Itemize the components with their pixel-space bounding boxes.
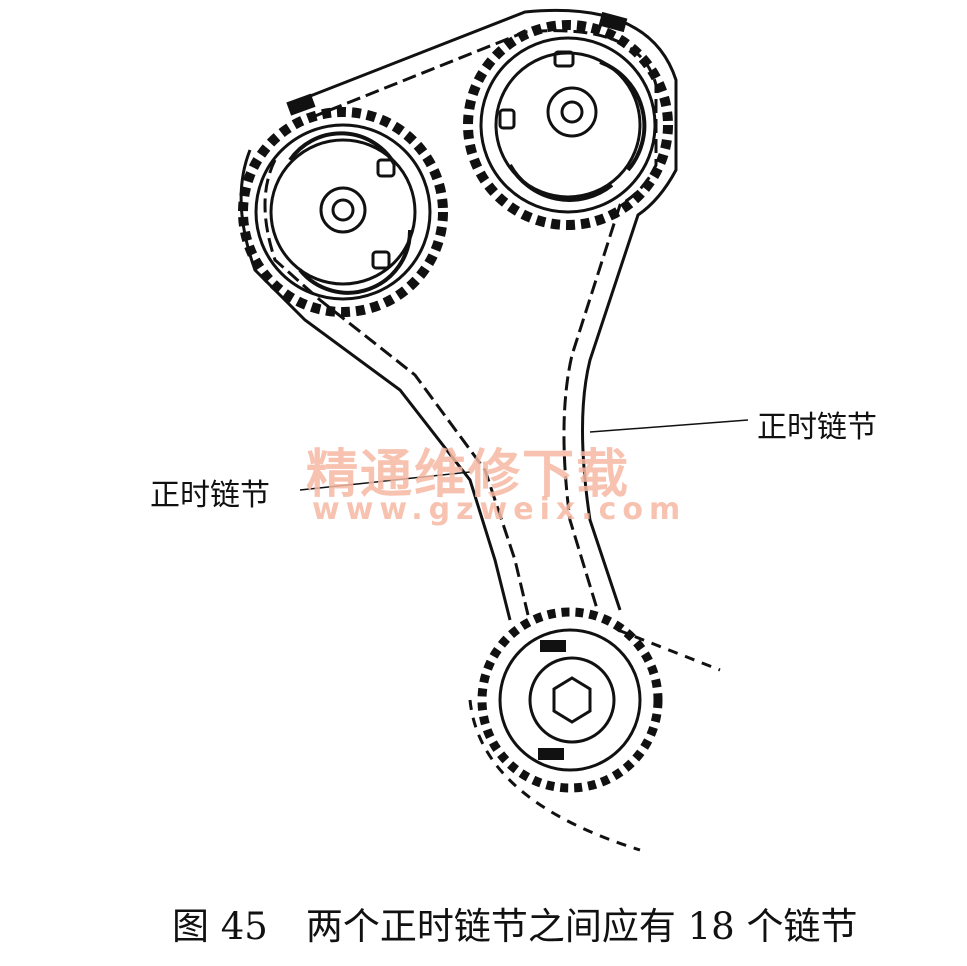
caption-text: 两个正时链节之间应有 18 个链节 [305,905,858,948]
marked-links [286,11,628,760]
figure-number: 图 45 [172,905,268,948]
watermark-url: www.gzweix.com [312,492,687,527]
watermark-title: 精通维修下载 [306,445,631,505]
timing-link-label-left: 正时链节 [150,478,270,513]
timing-link-label-right: 正时链节 [757,410,877,445]
figure-caption: 图 45 两个正时链节之间应有 18 个链节 [172,896,857,950]
crank-sprocket [477,607,663,793]
leader-line-left [299,471,471,491]
leader-line-right [589,419,749,433]
left-cam-sprocket [238,107,448,317]
